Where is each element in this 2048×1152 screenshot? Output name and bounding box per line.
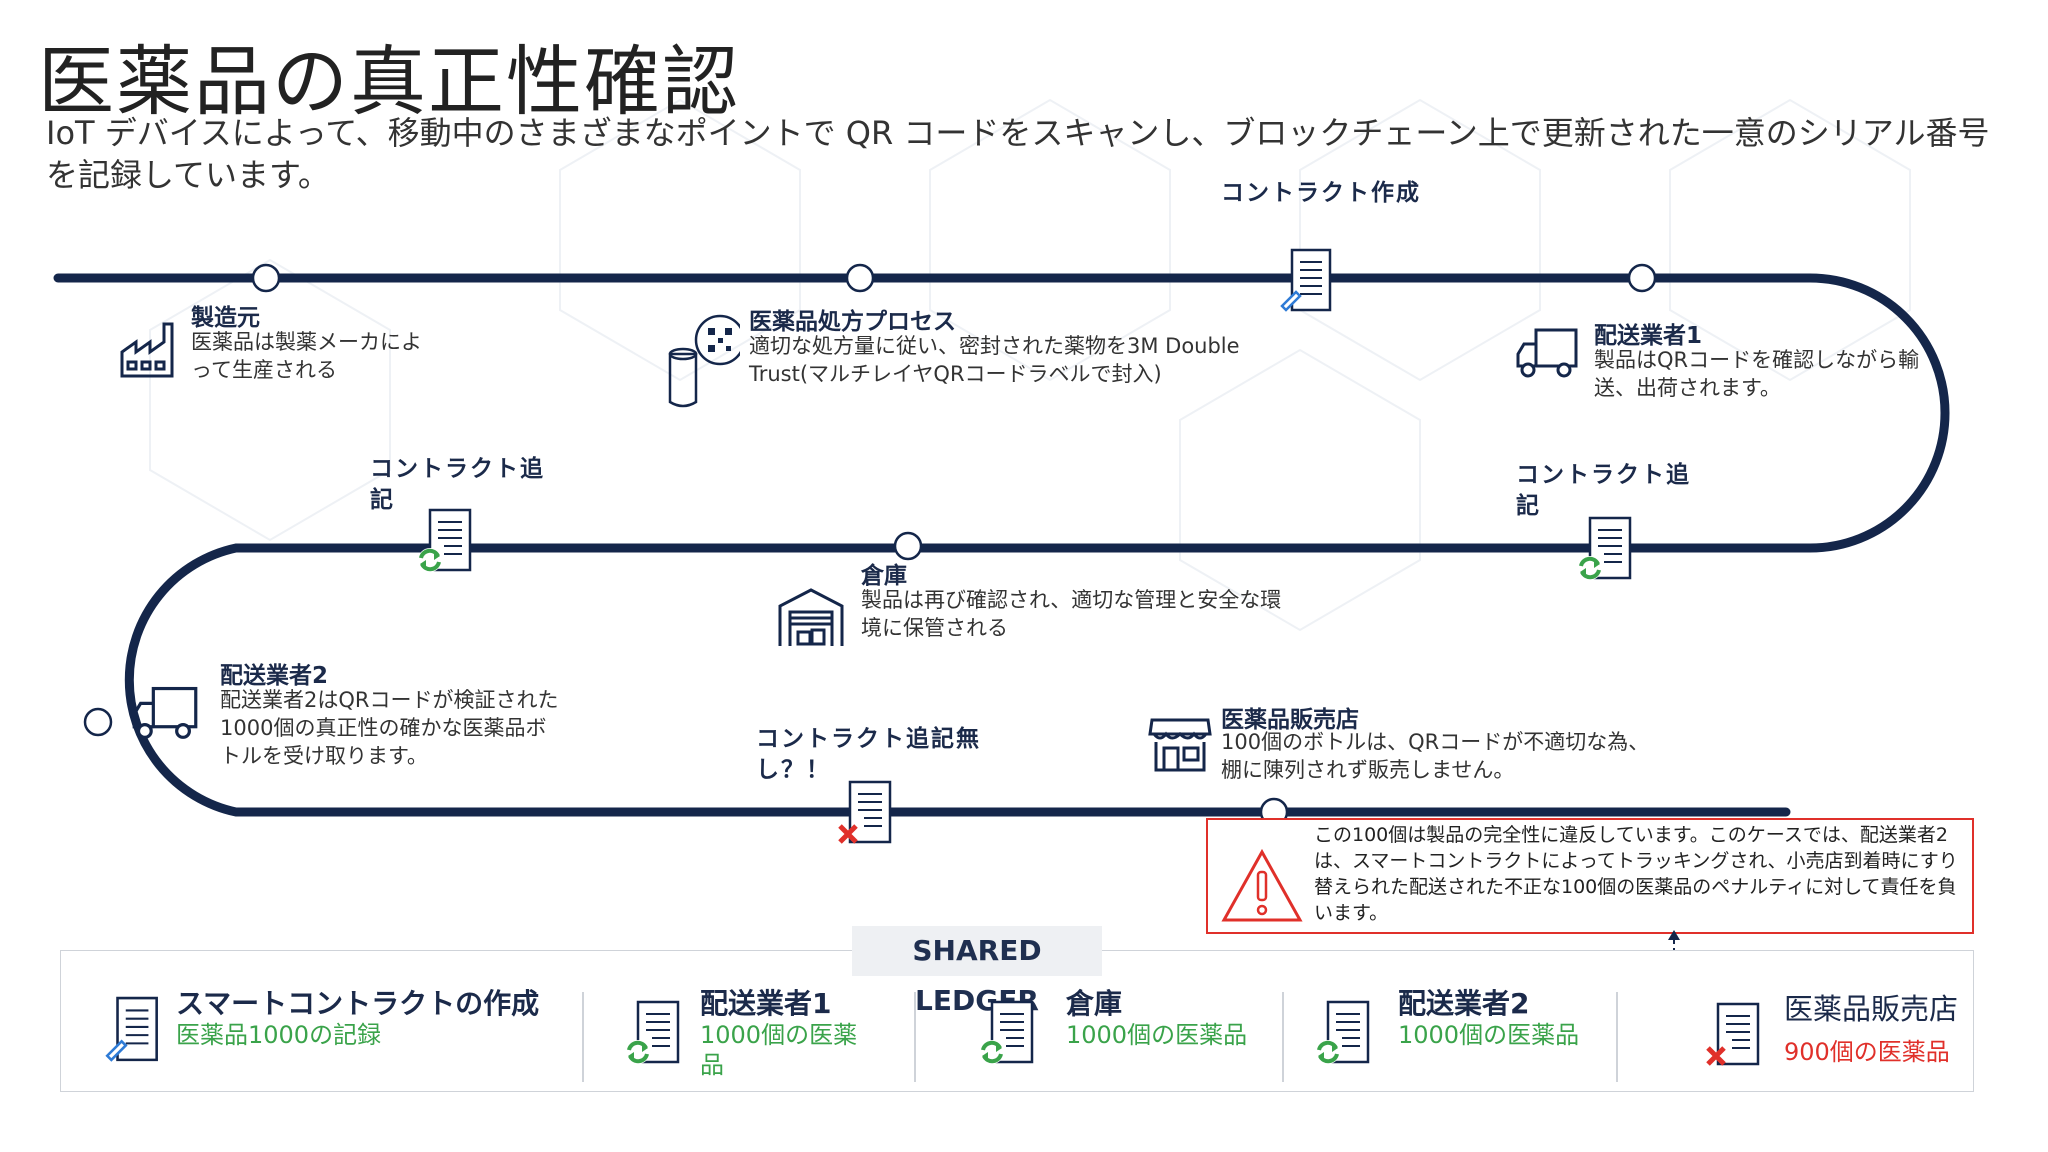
document-error-icon [1706,1002,1760,1066]
stage-title-process: 医薬品処方プロセス [749,309,956,335]
document-sync-icon [1316,1000,1370,1064]
stage-title-manufacturer: 製造元 [191,305,260,331]
store-icon [1148,718,1212,772]
ledger-entry-value: 医薬品1000の記録 [176,1021,382,1049]
contract-none-label: コントラクト追記無し？！ [756,726,981,783]
ledger-entry-value: 1000個の医薬品 [700,1021,858,1079]
ledger-entry-value: 1000個の医薬品 [1066,1021,1248,1049]
qr-bottle-icon [668,314,740,408]
ledger-divider [914,992,916,1082]
ledger-divider [582,992,584,1082]
document-sync-icon [980,1000,1034,1064]
node-warehouse [893,531,923,561]
stage-desc-manufacturer: 医薬品は製薬メーカによって生産される [191,330,422,382]
ledger-entry-title: 倉庫 [1066,987,1123,1020]
factory-icon [120,322,174,378]
document-edit-icon [105,996,158,1062]
shared-ledger-label: SHARED LEDGER [852,926,1102,1017]
node-manufacturer [251,263,281,293]
warehouse-icon [778,588,844,646]
ledger-entry-title: スマートコントラクトの作成 [176,987,540,1020]
ledger-divider [1282,992,1284,1082]
node-carrier1 [1627,263,1657,293]
document-sync-icon [1578,516,1632,580]
stage-desc-pharmacy: 100個のボトルは、QRコードが不適切な為、棚に陳列されず販売しません。 [1221,730,1650,782]
ledger-entry-title: 配送業者2 [1398,987,1530,1020]
truck-icon [132,686,198,739]
contract-create-label: コントラクト作成 [1221,180,1421,206]
ledger-entry-title: 医薬品販売店 [1784,992,1959,1026]
document-edit-icon [1280,248,1332,312]
node-process [845,263,875,293]
document-sync-icon [626,1000,680,1064]
stage-desc-carrier2: 配送業者2はQRコードが検証された1000個の真正性の確かな医薬品ボトルを受け取… [220,688,559,768]
ledger-entry-value: 900個の医薬品 [1784,1038,1950,1066]
node-carrier2 [83,707,113,737]
contract-append-label-2: コントラクト追記 [1516,462,1691,519]
stage-title-warehouse: 倉庫 [861,563,907,589]
stage-desc-warehouse: 製品は再び確認され、適切な管理と安全な環境に保管される [861,588,1282,640]
ledger-entry-value: 1000個の医薬品 [1398,1021,1580,1049]
stage-title-carrier1: 配送業者1 [1594,323,1703,349]
stage-title-carrier2: 配送業者2 [220,663,329,689]
document-error-icon [838,780,892,844]
truck-icon [1516,328,1578,378]
alert-box [1206,818,1974,934]
alert-text: この100個は製品の完全性に違反しています。このケースでは、配送業者2は、スマー… [1314,824,1958,924]
page-title: 医薬品の真正性確認 [38,37,740,126]
contract-append-label-1: コントラクト追記 [370,456,545,513]
ledger-divider [1616,992,1618,1082]
ledger-entry-title: 配送業者1 [700,987,832,1020]
stage-desc-process: 適切な処方量に従い、密封された薬物を3M Double Trust(マルチレイヤ… [749,334,1240,386]
stage-desc-carrier1: 製品はQRコードを確認しながら輸送、出荷されます。 [1594,348,1920,400]
page-subtitle: IoT デバイスによって、移動中のさまざまなポイントで QR コードをスキャンし… [46,114,1990,194]
stage-title-pharmacy: 医薬品販売店 [1221,707,1359,733]
warning-icon [1221,848,1303,922]
document-sync-icon [418,508,472,572]
